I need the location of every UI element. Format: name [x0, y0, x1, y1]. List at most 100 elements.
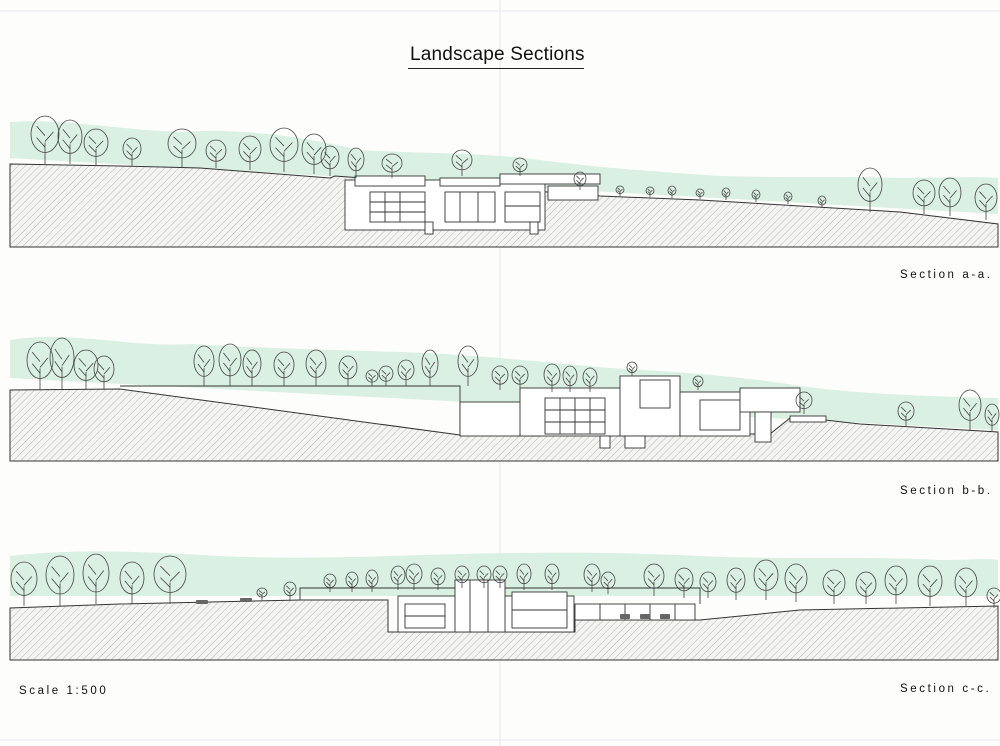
tree [600, 571, 616, 594]
trees-c [10, 553, 1000, 608]
building-b [459, 375, 827, 449]
tree [795, 391, 813, 414]
tree [938, 177, 962, 216]
tree [49, 337, 75, 390]
tree [238, 135, 262, 170]
tree [643, 563, 665, 596]
tree [751, 189, 761, 202]
tree [954, 567, 978, 606]
tree [122, 137, 142, 166]
tree [516, 563, 532, 590]
tree [699, 571, 717, 598]
tree [283, 581, 297, 600]
tree [242, 349, 262, 386]
tree [323, 573, 337, 592]
tree [397, 359, 415, 386]
tree [626, 361, 638, 376]
trees-b [26, 337, 1000, 432]
tree [381, 153, 403, 178]
section-a-a-label: Section a-a. [900, 269, 993, 281]
tree [26, 341, 54, 390]
tree [273, 351, 295, 386]
tree [218, 343, 242, 386]
tree [167, 128, 197, 167]
trees-a [30, 115, 998, 220]
tree [857, 167, 883, 212]
tree [421, 349, 439, 386]
tree [338, 355, 358, 386]
tree [492, 565, 508, 588]
scale-label: Scale 1:500 [19, 685, 109, 697]
tree [269, 127, 299, 172]
tree [82, 553, 110, 604]
tree [193, 345, 215, 386]
tree [667, 185, 677, 198]
tree [451, 149, 473, 176]
tree [345, 571, 359, 592]
tree [57, 119, 83, 164]
tree [721, 187, 731, 200]
tree [855, 571, 877, 604]
tree [73, 349, 99, 390]
section-c-c-drawing [9, 551, 1000, 661]
tree [454, 565, 470, 588]
tree [822, 569, 846, 604]
tree [305, 349, 327, 386]
tree [45, 555, 75, 606]
tree [582, 367, 598, 392]
tree [884, 565, 908, 604]
section-c-c-label: Section c-c. [900, 683, 992, 695]
tree [912, 179, 936, 214]
tree [692, 375, 704, 390]
tree [615, 185, 625, 196]
tree [544, 563, 560, 590]
tree [119, 561, 145, 604]
tree [543, 363, 561, 392]
tree [405, 563, 423, 590]
tree [390, 565, 406, 590]
tree [365, 569, 379, 592]
vehicles-c [196, 598, 670, 619]
tree [897, 401, 915, 426]
building-a [344, 173, 601, 235]
tree [695, 188, 705, 199]
tree [562, 365, 578, 392]
tree [30, 115, 60, 164]
tree [301, 133, 327, 174]
tree [83, 128, 109, 165]
page-title: Landscape Sections [410, 44, 585, 65]
tree [457, 345, 479, 386]
tree [512, 157, 528, 176]
tree [784, 563, 808, 602]
tree [783, 191, 793, 204]
section-b-b-drawing [9, 336, 1000, 462]
tree [347, 147, 365, 178]
tree [256, 587, 268, 600]
tree [583, 563, 601, 592]
building-c [397, 579, 696, 633]
tree [984, 403, 1000, 432]
tree [153, 555, 187, 604]
tree [511, 365, 529, 390]
tree [93, 355, 115, 390]
tree [726, 567, 746, 600]
title-underline [408, 68, 584, 69]
tree [320, 145, 340, 176]
tree [817, 195, 827, 208]
tree [974, 183, 998, 220]
tree [958, 389, 982, 430]
tree [674, 567, 694, 598]
tree [986, 587, 1000, 608]
tree [430, 567, 446, 590]
tree [573, 171, 587, 190]
foliage-band-a [10, 121, 998, 214]
tree [365, 369, 379, 386]
tree [205, 139, 227, 168]
section-b-b-label: Section b-b. [900, 485, 993, 497]
section-a-a-drawing [9, 115, 999, 248]
tree [753, 559, 779, 600]
tree [917, 565, 943, 606]
tree [476, 565, 492, 588]
